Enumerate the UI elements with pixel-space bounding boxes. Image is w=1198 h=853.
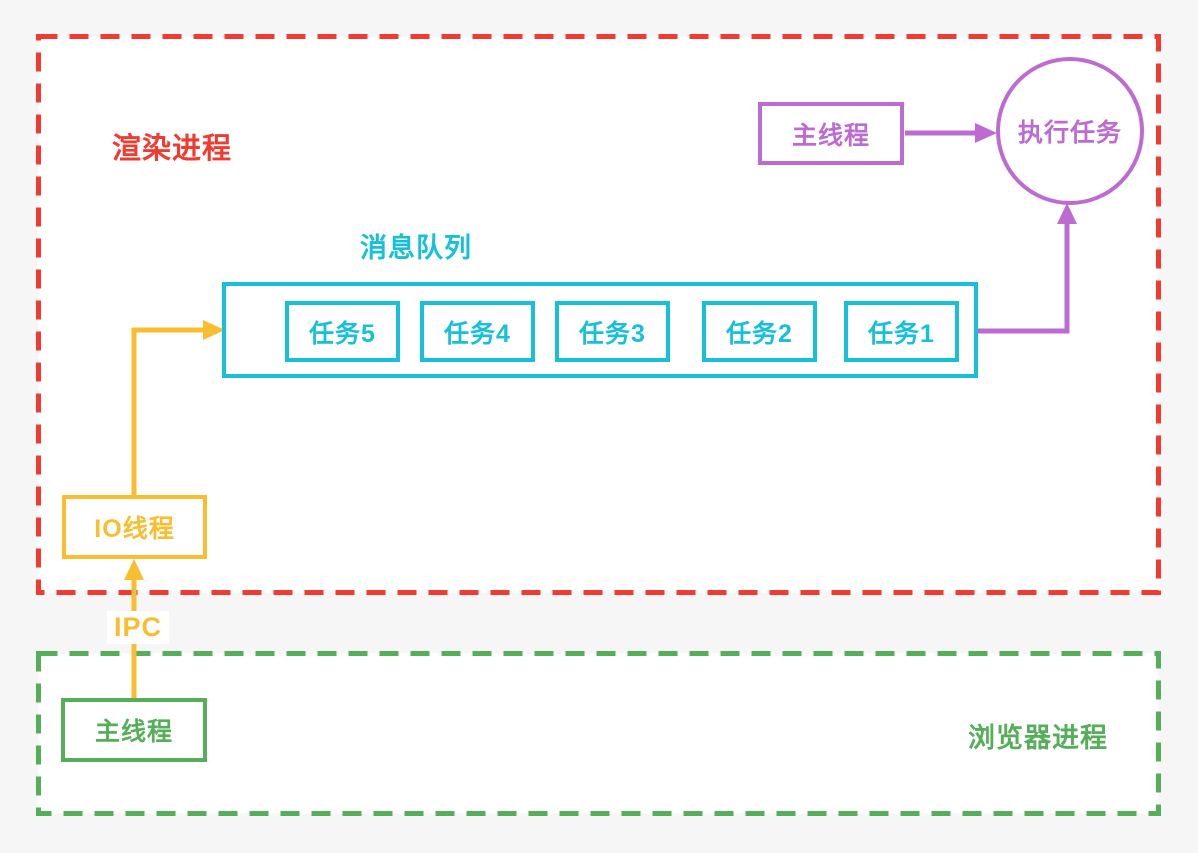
browser-process-label: 浏览器进程	[968, 723, 1108, 753]
task-item-2: 任务2	[702, 301, 817, 362]
task-item-1: 任务1	[844, 301, 959, 362]
arrow-main-to-execute-head-icon	[975, 123, 997, 143]
task-item-5: 任务5	[285, 301, 400, 362]
arrow-ipc-head-icon	[124, 559, 144, 580]
task-item-4: 任务4	[420, 301, 535, 362]
io-thread-box: IO线程	[62, 495, 207, 559]
browser-main-thread-box: 主线程	[61, 698, 207, 762]
render-process-label: 渲染进程	[112, 133, 233, 165]
arrow-queue-to-execute-line	[978, 222, 1070, 334]
execute-task-circle	[996, 57, 1144, 205]
arrow-io-to-queue-head-icon	[203, 320, 225, 340]
message-queue-label: 消息队列	[360, 233, 472, 263]
arrow-io-to-queue-line	[131, 327, 204, 495]
ipc-label: IPC	[107, 611, 170, 644]
execute-task-label: 执行任务	[1017, 119, 1122, 147]
renderer-main-thread-box: 主线程	[758, 102, 904, 165]
task-item-3: 任务3	[555, 301, 670, 362]
arrow-queue-to-execute-head-icon	[1057, 203, 1077, 224]
browser-process-box	[36, 651, 1161, 816]
